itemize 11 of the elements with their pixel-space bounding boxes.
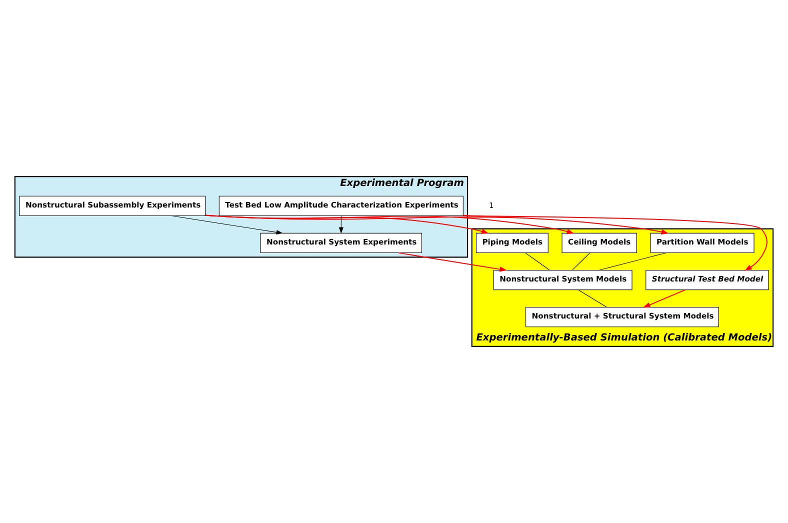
arrow <box>205 214 574 234</box>
connector <box>598 252 666 270</box>
arrow <box>338 216 344 234</box>
arrow <box>398 252 508 272</box>
connector <box>525 252 550 270</box>
arrow <box>642 289 686 308</box>
connector <box>572 252 590 270</box>
arrow <box>205 214 669 234</box>
arrow <box>171 216 283 235</box>
connector <box>578 290 608 308</box>
arrow <box>462 214 768 271</box>
